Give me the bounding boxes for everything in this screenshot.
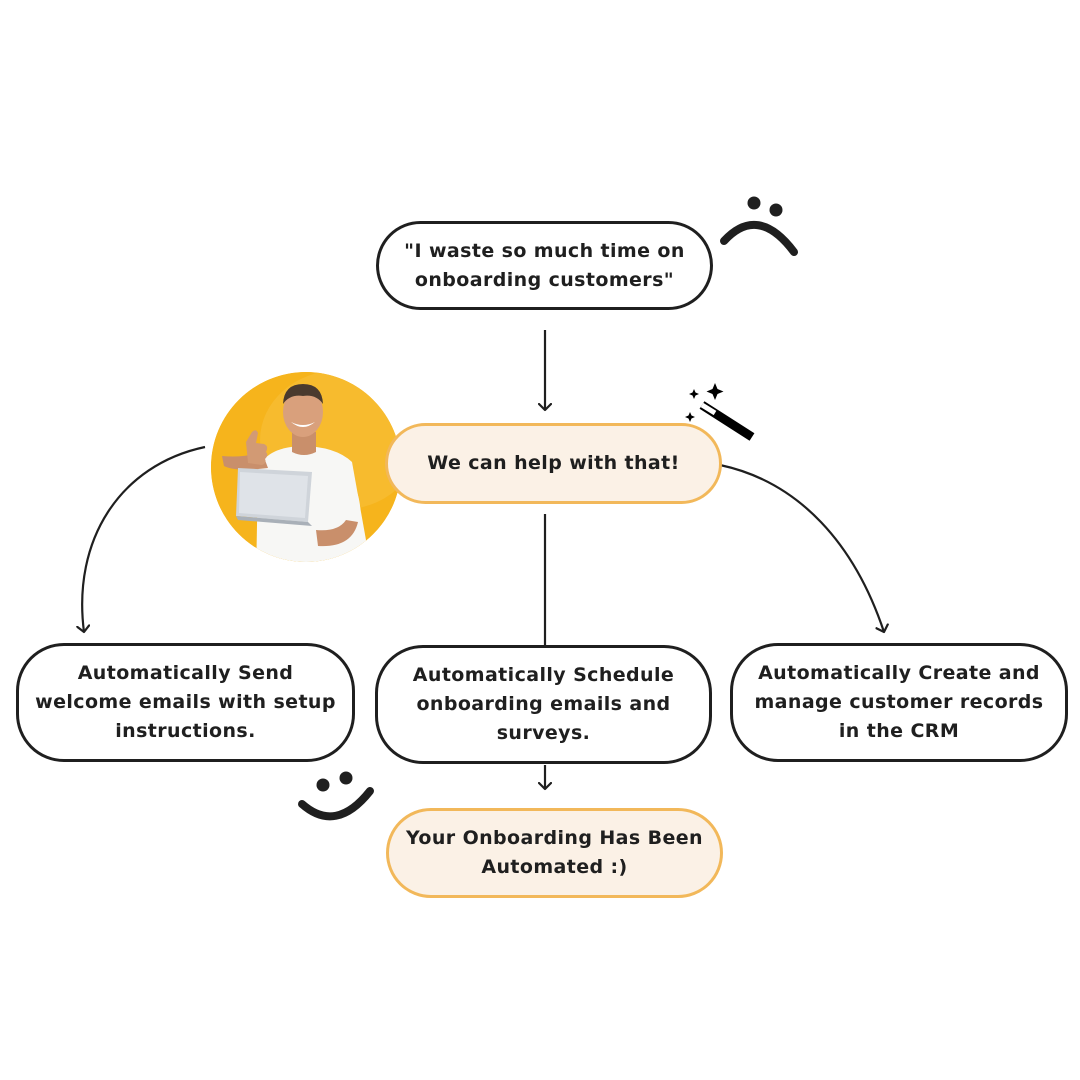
magic-wand-icon (685, 383, 755, 441)
crm-records-node: Automatically Create and manage customer… (730, 643, 1068, 762)
sad-face-icon (720, 196, 798, 256)
send-welcome-emails-node: Automatically Send welcome emails with s… (16, 643, 355, 762)
help-node: We can help with that! (385, 423, 722, 504)
arrow-help-to-create (719, 463, 884, 632)
arrow-help-to-send (82, 445, 206, 632)
schedule-onboarding-text: Automatically Schedule onboarding emails… (412, 664, 675, 744)
problem-statement-node: "I waste so much time on onboarding cust… (376, 221, 713, 310)
result-text: Your Onboarding Has Been Automated :) (406, 827, 703, 878)
help-text: We can help with that! (427, 452, 680, 474)
send-welcome-emails-text: Automatically Send welcome emails with s… (35, 662, 336, 742)
problem-statement-text: "I waste so much time on onboarding cust… (404, 239, 685, 291)
happy-face-icon (298, 771, 374, 821)
result-node: Your Onboarding Has Been Automated :) (386, 808, 723, 898)
schedule-onboarding-node: Automatically Schedule onboarding emails… (375, 645, 712, 764)
crm-records-text: Automatically Create and manage customer… (754, 662, 1044, 742)
